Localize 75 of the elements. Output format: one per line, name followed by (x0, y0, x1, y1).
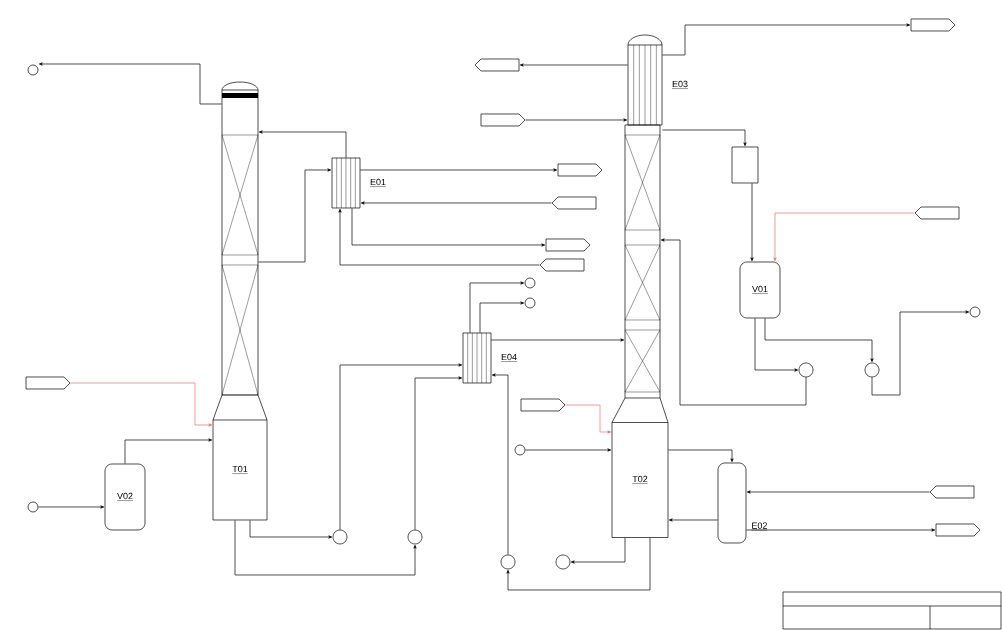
pipe-line (469, 281, 525, 333)
pipe-end-symbol (524, 297, 536, 309)
off-page-connector (935, 523, 981, 537)
heat-exchanger-drawing: E03 (627, 34, 689, 126)
pipe-line (249, 520, 333, 539)
pipe-line (662, 23, 911, 56)
heat-exchanger-drawing: E04 (462, 332, 518, 384)
pipe-line (479, 301, 525, 333)
pipe-end-symbol (27, 501, 39, 513)
pipe-line (360, 168, 558, 172)
heat-exchanger-drawing: E01 (331, 157, 387, 209)
pump-symbol (500, 554, 516, 570)
pipe-line (662, 129, 747, 147)
off-page-connector (551, 196, 597, 210)
off-page-connector (914, 206, 960, 220)
pump-symbol (407, 529, 423, 545)
pump-symbol (864, 362, 880, 378)
pipe-line (570, 537, 626, 564)
vessel-drawing: E02 (717, 462, 768, 544)
pipe-line (38, 505, 105, 509)
pipe-line (38, 62, 222, 105)
off-page-connector (929, 485, 975, 499)
off-page-connector (25, 376, 71, 390)
pipe-line (746, 490, 930, 494)
pipe-line (339, 363, 463, 530)
pipe-line (746, 528, 936, 532)
pipe-end-symbol (27, 64, 39, 76)
pipe-line (506, 537, 651, 591)
off-page-connector (910, 18, 956, 32)
pipe-line (258, 130, 347, 158)
pipe-line (124, 438, 213, 464)
off-page-connector (557, 163, 603, 177)
vessel-drawing: V01 (739, 261, 781, 319)
pipe-end-symbol (514, 444, 526, 456)
pipe-line (519, 63, 628, 67)
node-label: T02 (632, 475, 648, 483)
pipe-line (525, 118, 628, 122)
pipe-line (491, 373, 509, 555)
node-label: E02 (752, 522, 767, 529)
pump-symbol (798, 362, 814, 378)
off-page-connector (520, 398, 566, 412)
pipe-line (491, 338, 625, 342)
pump-symbol (555, 554, 571, 570)
off-page-connector (474, 58, 520, 72)
pipe-line (764, 318, 874, 363)
off-page-connector (539, 258, 585, 272)
column-drawing: T01 (212, 81, 268, 521)
separator-box (731, 146, 759, 184)
pump-symbol (332, 529, 348, 545)
node-label: E04 (501, 353, 517, 361)
off-page-connector (545, 238, 591, 252)
pipe-line (660, 238, 807, 406)
pipe-line (750, 183, 754, 262)
pipe-line (351, 208, 546, 247)
pipe-line (565, 404, 612, 434)
node-label: E01 (370, 178, 386, 186)
pipe-line (871, 310, 970, 396)
pipe-line (754, 318, 799, 372)
pipe-line (668, 449, 734, 463)
node-label: T01 (232, 465, 248, 473)
pipe-line (70, 382, 213, 427)
pipe-line (258, 168, 332, 263)
pipe-line (360, 201, 552, 205)
pipe-line (234, 520, 417, 576)
column-drawing: T02 (611, 124, 669, 538)
pipe-end-symbol (969, 306, 981, 318)
pipe-line (773, 212, 915, 262)
node-label: E03 (672, 80, 688, 88)
pipe-line (525, 448, 612, 452)
pipe-line (668, 518, 718, 522)
vessel-drawing: V02 (104, 463, 146, 531)
pipe-end-symbol (524, 277, 536, 289)
pipe-line (338, 208, 540, 266)
off-page-connector (480, 113, 526, 127)
pipe-line (414, 376, 463, 530)
